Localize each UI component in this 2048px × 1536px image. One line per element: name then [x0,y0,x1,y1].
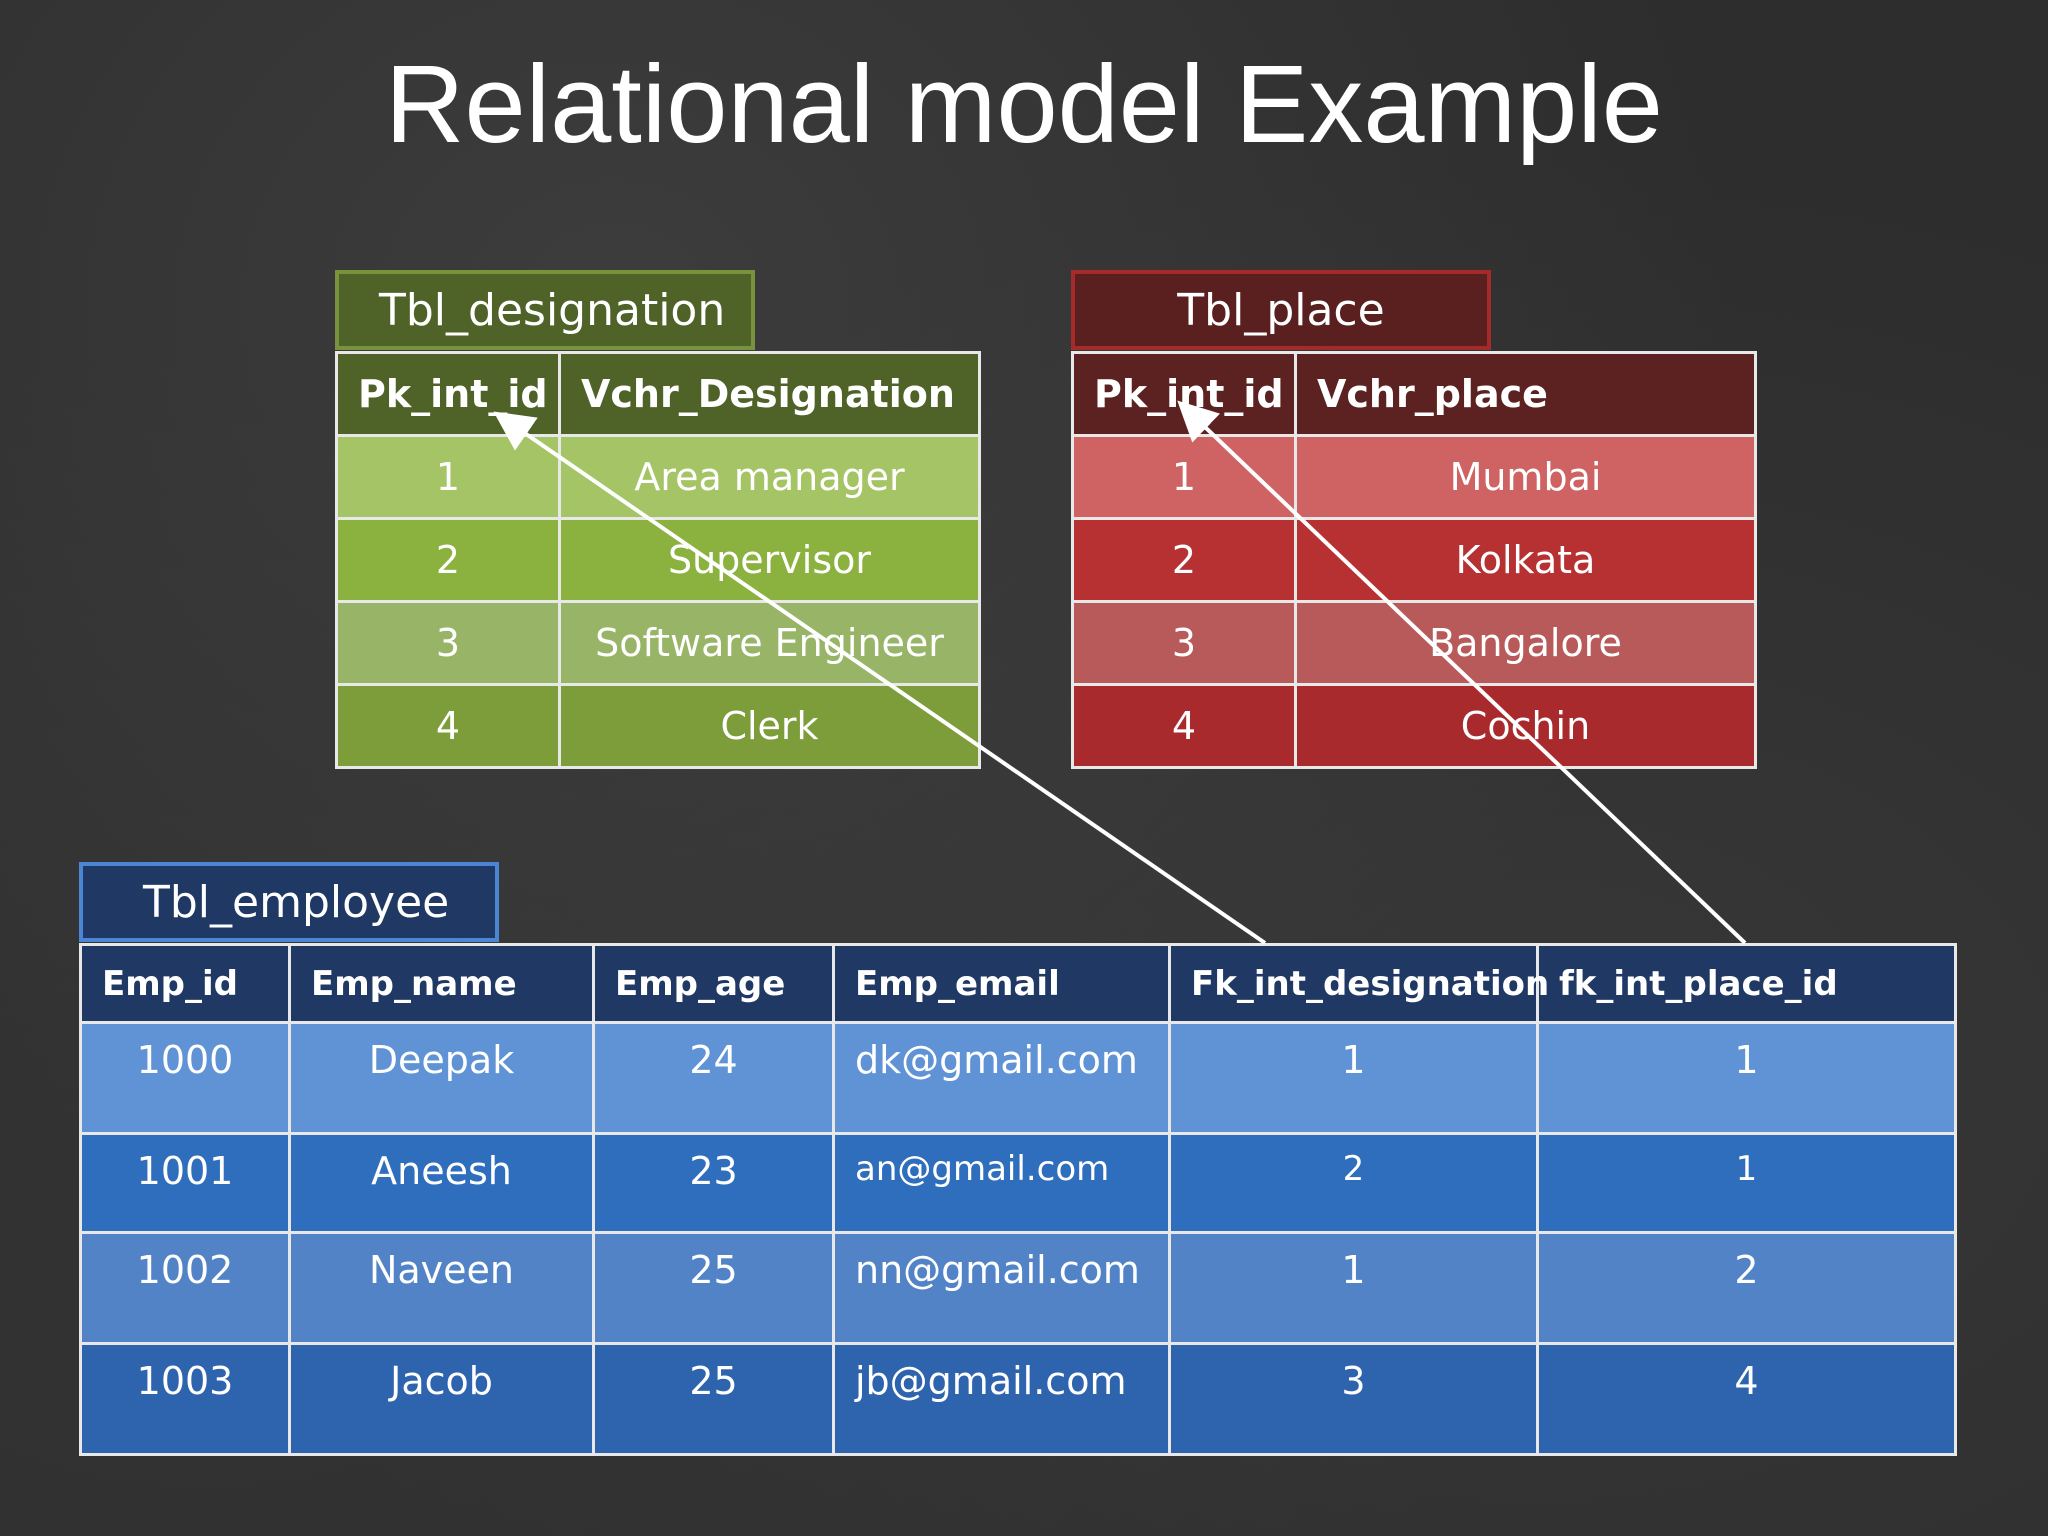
table-cell: Bangalore [1294,600,1757,686]
table-row: 3 Bangalore [1071,600,1757,686]
table-cell: 3 [1168,1342,1539,1456]
column-header: Pk_int_id [1071,351,1297,437]
table-cell: 4 [335,683,561,769]
table-cell: Mumbai [1294,434,1757,520]
table-cell: 1 [1168,1021,1539,1135]
table-cell: 1 [1168,1231,1539,1345]
place-table-name: Tbl_place [1071,270,1491,350]
table-cell: jb@gmail.com [832,1342,1171,1456]
table-cell: 1 [1536,1132,1957,1234]
table-cell: 3 [1071,600,1297,686]
table-cell: Area manager [558,434,981,520]
table-cell: 2 [1536,1231,1957,1345]
table-row: 1 Mumbai [1071,434,1757,520]
place-table: Pk_int_id Vchr_place 1 Mumbai 2 Kolkata … [1071,351,1757,769]
table-row: 4 Clerk [335,683,981,769]
table-header-row: Pk_int_id Vchr_Designation [335,351,981,437]
table-cell: Jacob [288,1342,595,1456]
employee-table-name: Tbl_employee [79,862,499,942]
column-header: Emp_id [79,943,291,1024]
table-cell: 2 [1168,1132,1539,1234]
designation-table: Pk_int_id Vchr_Designation 1 Area manage… [335,351,981,769]
table-cell: dk@gmail.com [832,1021,1171,1135]
table-cell: 1000 [79,1021,291,1135]
table-row: 2 Kolkata [1071,517,1757,603]
table-cell: Deepak [288,1021,595,1135]
table-cell: 1002 [79,1231,291,1345]
table-row: 1000 Deepak 24 dk@gmail.com 1 1 [79,1021,1957,1135]
table-cell: 25 [592,1342,835,1456]
table-cell: 25 [592,1231,835,1345]
table-cell: 2 [1071,517,1297,603]
employee-table: Emp_id Emp_name Emp_age Emp_email Fk_int… [79,943,1957,1456]
table-cell: 1 [335,434,561,520]
table-row: 1002 Naveen 25 nn@gmail.com 1 2 [79,1231,1957,1345]
table-row: 3 Software Engineer [335,600,981,686]
column-header: Pk_int_id [335,351,561,437]
table-cell: 1003 [79,1342,291,1456]
table-cell: Clerk [558,683,981,769]
table-cell: 2 [335,517,561,603]
table-row: 4 Cochin [1071,683,1757,769]
column-header: Vchr_Designation [558,351,981,437]
table-cell: an@gmail.com [832,1132,1171,1234]
table-cell: 4 [1536,1342,1957,1456]
table-row: 1003 Jacob 25 jb@gmail.com 3 4 [79,1342,1957,1456]
table-cell: 1 [1536,1021,1957,1135]
table-header-row: Pk_int_id Vchr_place [1071,351,1757,437]
column-header: Emp_email [832,943,1171,1024]
table-cell: 3 [335,600,561,686]
column-header: Emp_name [288,943,595,1024]
table-cell: Cochin [1294,683,1757,769]
slide-title: Relational model Example [385,43,1663,166]
column-header: Vchr_place [1294,351,1757,437]
table-cell: 23 [592,1132,835,1234]
designation-table-name: Tbl_designation [335,270,755,350]
table-row: 2 Supervisor [335,517,981,603]
table-cell: Software Engineer [558,600,981,686]
table-cell: 24 [592,1021,835,1135]
table-cell: Supervisor [558,517,981,603]
table-header-row: Emp_id Emp_name Emp_age Emp_email Fk_int… [79,943,1957,1024]
table-cell: Naveen [288,1231,595,1345]
table-cell: nn@gmail.com [832,1231,1171,1345]
table-cell: 1 [1071,434,1297,520]
table-cell: 4 [1071,683,1297,769]
table-cell: Aneesh [288,1132,595,1234]
table-row: 1 Area manager [335,434,981,520]
column-header: Emp_age [592,943,835,1024]
table-cell: 1001 [79,1132,291,1234]
table-row: 1001 Aneesh 23 an@gmail.com 2 1 [79,1132,1957,1234]
column-header: fk_int_place_id [1536,943,1957,1024]
column-header: Fk_int_designation [1168,943,1549,1024]
table-cell: Kolkata [1294,517,1757,603]
